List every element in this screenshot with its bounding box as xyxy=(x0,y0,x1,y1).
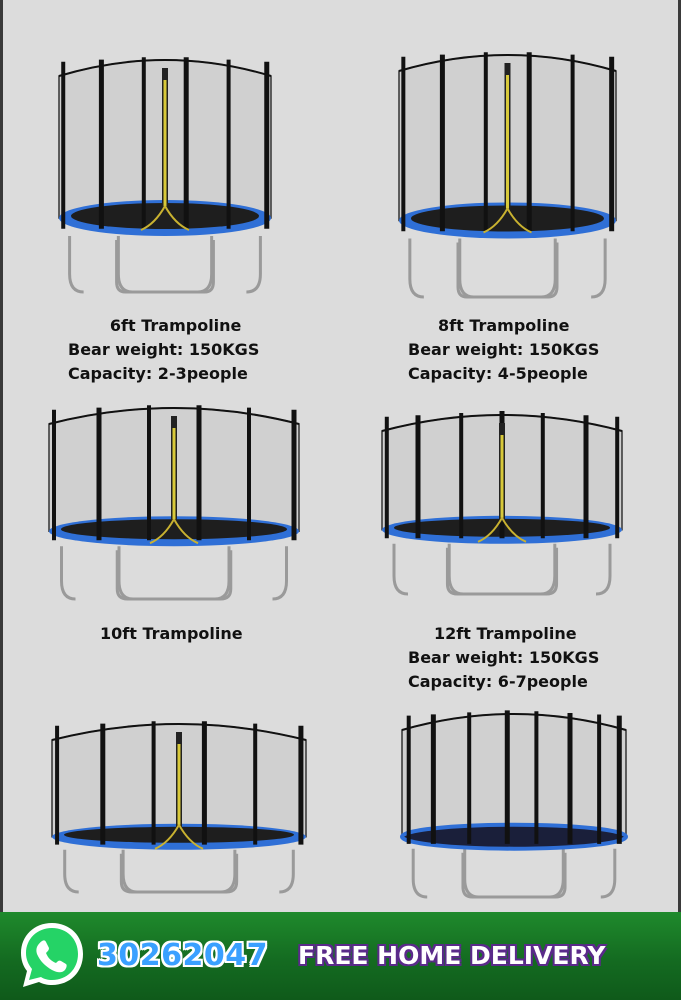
product-weight: Bear weight: 150KGS xyxy=(408,340,600,359)
caption-6ft: 6ft Trampoline Bear weight: 150KGS Capac… xyxy=(68,314,259,386)
product-capacity: Capacity: 4-5people xyxy=(408,364,588,383)
trampoline-10ft-graphic xyxy=(48,405,300,601)
trampoline-image-bottom-left xyxy=(48,718,310,898)
product-capacity: Capacity: 6-7people xyxy=(408,672,588,691)
product-weight: Bear weight: 150KGS xyxy=(408,648,600,667)
contact-banner: 30262047 FREE HOME DELIVERY xyxy=(0,912,681,1000)
product-name: 6ft Trampoline xyxy=(109,316,242,335)
product-name: 12ft Trampoline xyxy=(434,624,577,643)
trampoline-image-8ft xyxy=(395,45,620,303)
trampoline-8ft-graphic xyxy=(398,52,617,299)
product-capacity: Capacity: 2-3people xyxy=(68,364,248,383)
trampoline-12ft-graphic xyxy=(381,411,623,596)
product-weight: Bear weight: 150KGS xyxy=(68,340,260,359)
product-name: 8ft Trampoline xyxy=(438,316,570,335)
trampoline-image-10ft xyxy=(45,400,303,605)
right-edge xyxy=(678,0,681,912)
trampoline-bottom-left-graphic xyxy=(51,721,307,894)
whatsapp-icon[interactable] xyxy=(14,917,90,993)
trampoline-image-6ft xyxy=(55,48,275,298)
caption-12ft: 12ft Trampoline Bear weight: 150KGS Capa… xyxy=(408,622,599,694)
trampoline-bottom-right-graphic xyxy=(400,710,628,899)
trampoline-6ft-graphic xyxy=(58,57,272,294)
left-edge xyxy=(0,0,3,912)
trampoline-image-bottom-right xyxy=(398,708,630,903)
trampoline-image-12ft xyxy=(378,405,626,600)
caption-10ft: 10ft Trampoline xyxy=(100,622,243,646)
caption-8ft: 8ft Trampoline Bear weight: 150KGS Capac… xyxy=(408,314,599,386)
phone-number[interactable]: 30262047 xyxy=(97,938,268,973)
product-name: 10ft Trampoline xyxy=(100,624,243,643)
delivery-message: FREE HOME DELIVERY xyxy=(298,941,606,970)
